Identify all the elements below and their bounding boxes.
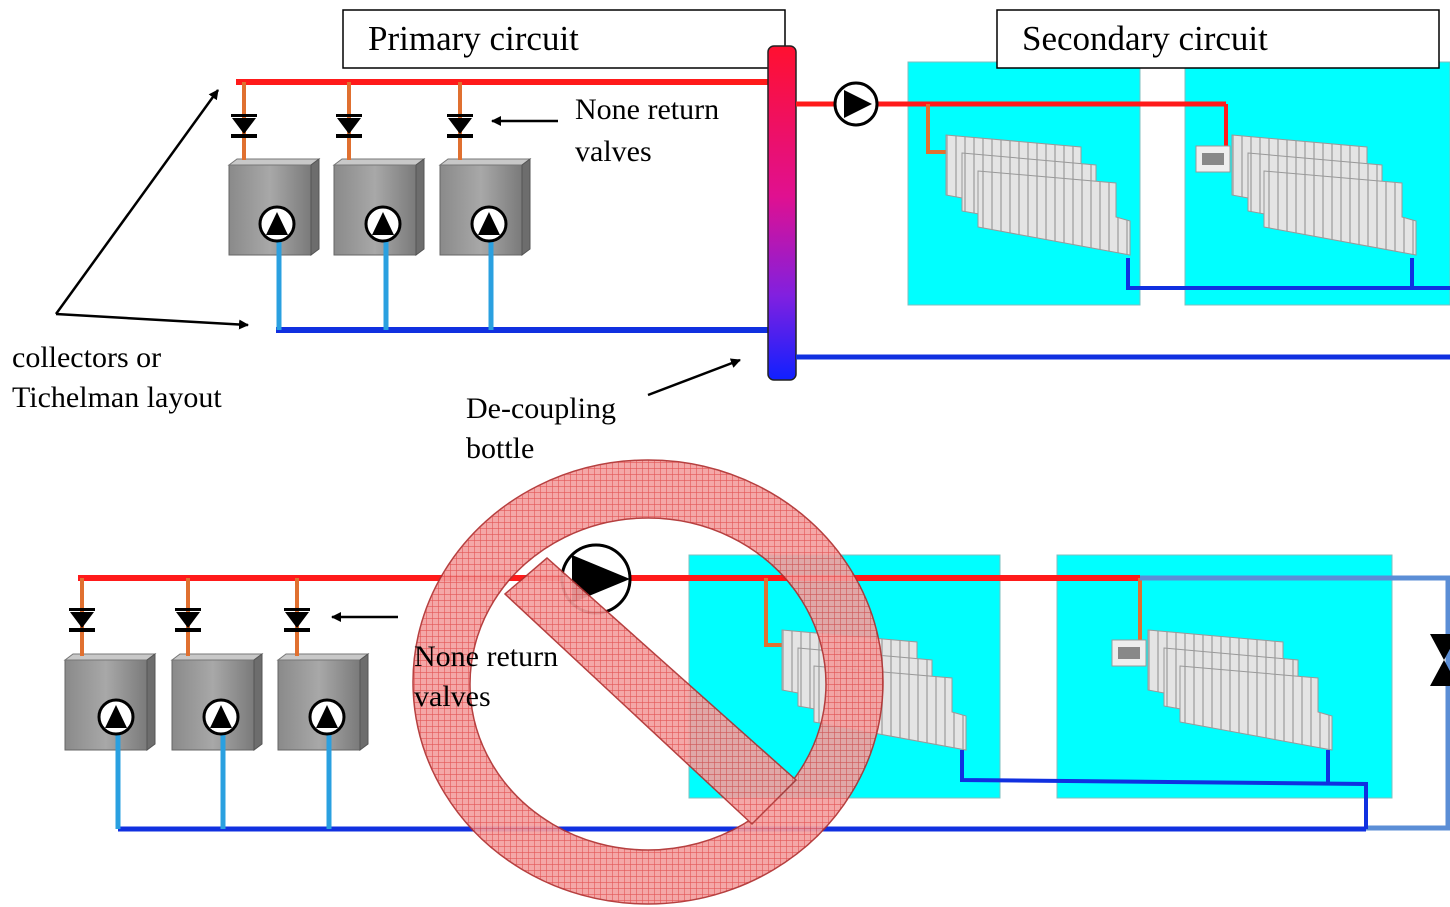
arrow-icon (54, 89, 220, 315)
arrow-icon (647, 358, 741, 397)
primary-circuit-box: Primary circuit (342, 9, 786, 69)
radiator-1-supply (926, 104, 946, 154)
check-valve-icon (1430, 634, 1450, 686)
secondary-circuit-box: Secondary circuit (996, 9, 1440, 69)
primary-circuit-label: Primary circuit (368, 19, 579, 58)
bottom-radiator-1-supply (764, 578, 788, 647)
prohibited-icon (412, 459, 884, 905)
thermostatic-valve-icon (1111, 639, 1147, 667)
arrow-icon (55, 312, 249, 330)
bottom-radiator-return (960, 750, 1368, 829)
thermostatic-valve-icon (1195, 145, 1231, 173)
collectors-label: collectors or Tichelman layout (12, 341, 222, 414)
bypass-loop (1140, 575, 1450, 831)
secondary-pump-icon (833, 81, 879, 127)
secondary-circuit-label: Secondary circuit (1022, 19, 1268, 58)
radiator-return-top (1126, 258, 1414, 290)
decoupling-bottle-label: De-coupling bottle (466, 392, 623, 465)
decoupling-bottle (767, 45, 797, 381)
pump-icon (364, 205, 402, 243)
none-return-valves-label-top: None return valves (575, 93, 727, 168)
pump-icon (470, 205, 508, 243)
pump-icon (258, 205, 296, 243)
pump-icon (97, 698, 135, 736)
pump-icon (202, 698, 240, 736)
pump-icon (308, 698, 346, 736)
none-return-valves-label-bottom: None return valves (414, 640, 566, 713)
